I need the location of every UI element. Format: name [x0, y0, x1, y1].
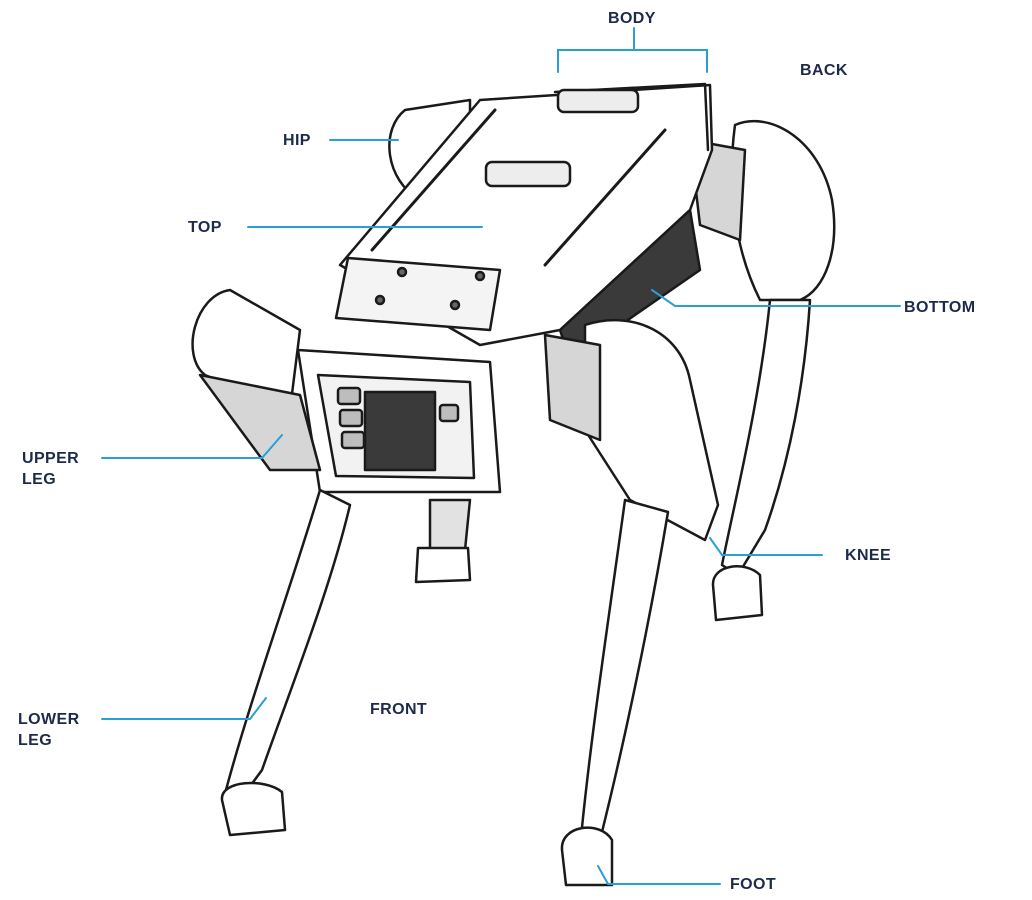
knee-leader-line	[709, 537, 823, 556]
robot-body	[334, 82, 714, 362]
upper-leg-leader-line	[101, 434, 283, 459]
label-upper-leg: UPPER LEG	[22, 448, 79, 490]
label-body: BODY	[608, 10, 656, 27]
label-hip: HIP	[283, 132, 311, 149]
front-left-leg	[191, 288, 352, 837]
label-lower-leg: LOWER LEG	[18, 709, 80, 751]
label-upper-leg-line2: LEG	[22, 471, 57, 488]
back-left-leg	[388, 98, 472, 584]
label-upper-leg-line1: UPPER	[22, 450, 80, 467]
label-knee: KNEE	[845, 547, 892, 564]
body-bracket-line	[557, 27, 708, 73]
label-lower-leg-line1: LOWER	[18, 711, 80, 728]
label-lower-leg-line2: LEG	[18, 732, 53, 749]
lower-leg-leader-line	[101, 697, 267, 720]
robot-front-face	[296, 348, 502, 494]
label-top: TOP	[188, 219, 222, 236]
label-foot: FOOT	[730, 876, 777, 893]
label-back: BACK	[800, 62, 848, 79]
back-right-leg	[688, 119, 836, 622]
label-front: FRONT	[370, 701, 428, 718]
label-bottom: BOTTOM	[904, 299, 976, 316]
bottom-leader-line	[651, 289, 901, 307]
front-right-leg	[543, 318, 720, 887]
foot-leader-line	[597, 865, 721, 885]
